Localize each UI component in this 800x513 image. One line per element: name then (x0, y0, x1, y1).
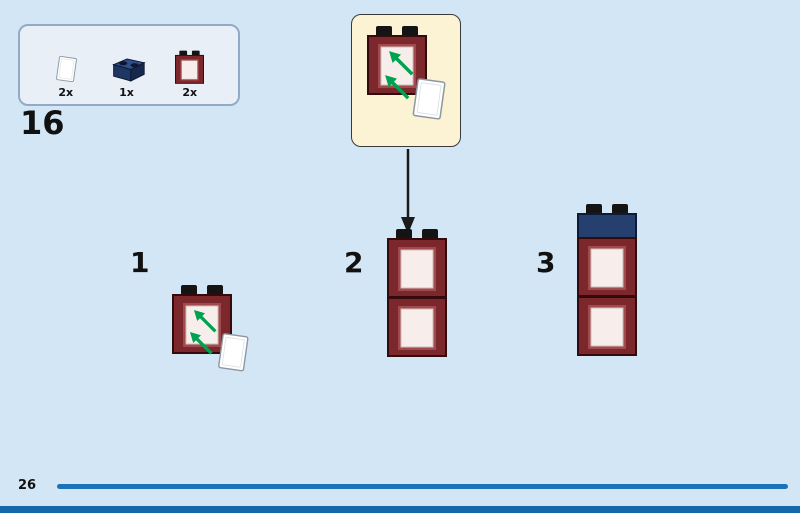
parts-box: 2x 1x 2x (18, 24, 240, 106)
window-frame-icon (175, 50, 204, 84)
assembly-callout (351, 14, 461, 147)
step-number: 16 (20, 104, 65, 142)
substep-1-number: 1 (130, 246, 150, 279)
glass-panel-piece (217, 332, 249, 372)
white-panel-icon (55, 55, 77, 83)
progress-bar (57, 484, 788, 489)
substep-3-number: 3 (536, 246, 556, 279)
part-dark-blue-brick: 1x (106, 55, 148, 99)
substep-3-diagram (577, 203, 637, 356)
part-count: 1x (119, 86, 134, 99)
window-frame-piece (577, 296, 637, 356)
window-frame-piece (577, 237, 637, 297)
glass-panel-piece (412, 77, 446, 120)
callout-window-insert-diagram (367, 25, 446, 120)
page-number: 26 (18, 478, 37, 493)
substep-2-number: 2 (344, 246, 364, 279)
substep-2-diagram (387, 228, 447, 357)
page-edge-strip (0, 506, 800, 513)
part-count: 2x (182, 86, 198, 99)
substep-1-diagram (172, 284, 249, 372)
blue-brick-piece (577, 203, 637, 239)
down-arrow-icon (401, 149, 415, 234)
part-white-glass-panel: 2x (54, 54, 78, 99)
window-frame-piece (387, 297, 447, 357)
part-window-frame: 2x (175, 50, 204, 99)
blue-brick-icon (106, 55, 148, 84)
part-count: 2x (58, 86, 74, 99)
window-frame-piece (387, 228, 447, 298)
